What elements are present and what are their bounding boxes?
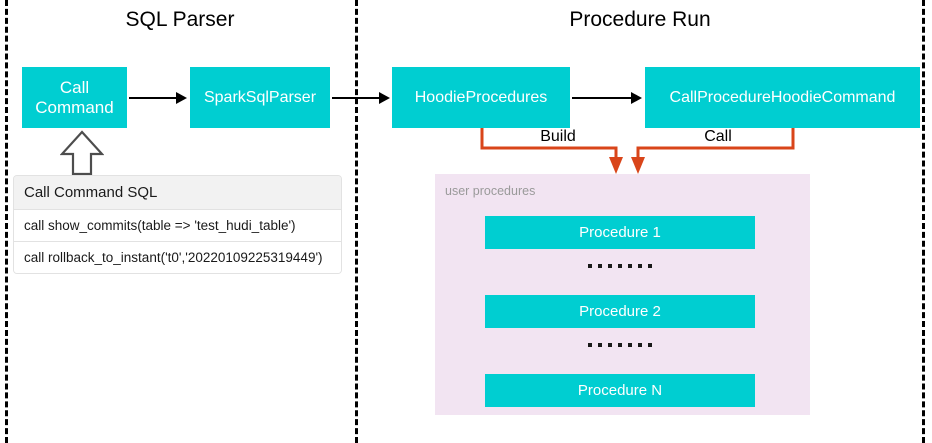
arrow-hoodie-to-command-line [572, 97, 632, 99]
list-item[interactable]: Procedure 1 [485, 216, 755, 249]
divider-right [922, 0, 925, 443]
node-call-command[interactable]: Call Command [22, 67, 127, 128]
table-row: call rollback_to_instant('t0','202201092… [14, 242, 341, 273]
ellipsis-dots-icon [485, 335, 755, 355]
arrow-parser-to-hoodie-head-icon [379, 92, 390, 104]
node-hoodie-procedures[interactable]: HoodieProcedures [392, 67, 570, 128]
up-arrow-icon [60, 130, 104, 176]
node-spark-sql-parser[interactable]: SparkSqlParser [190, 67, 330, 128]
edge-label-call: Call [704, 128, 732, 145]
arrow-call-command-to-parser-line [129, 97, 177, 99]
user-procedures-panel: user procedures Procedure 1 Procedure 2 … [435, 174, 810, 415]
edge-label-build: Build [540, 128, 576, 145]
arrow-call-command-to-parser-head-icon [176, 92, 187, 104]
user-procedures-label: user procedures [445, 184, 536, 198]
divider-middle [355, 0, 358, 443]
list-item[interactable]: Procedure N [485, 374, 755, 407]
arrow-hoodie-to-command-head-icon [631, 92, 642, 104]
section-title-procedure-run: Procedure Run [569, 8, 711, 31]
table-row: call show_commits(table => 'test_hudi_ta… [14, 210, 341, 242]
arrow-parser-to-hoodie-line [332, 97, 380, 99]
call-command-sql-table: Call Command SQL call show_commits(table… [13, 175, 342, 274]
divider-left [5, 0, 8, 443]
sql-table-header: Call Command SQL [14, 176, 341, 210]
node-call-procedure-hoodie-command[interactable]: CallProcedureHoodieCommand [645, 67, 920, 128]
section-title-sql-parser: SQL Parser [125, 8, 235, 31]
ellipsis-dots-icon [485, 256, 755, 276]
list-item[interactable]: Procedure 2 [485, 295, 755, 328]
